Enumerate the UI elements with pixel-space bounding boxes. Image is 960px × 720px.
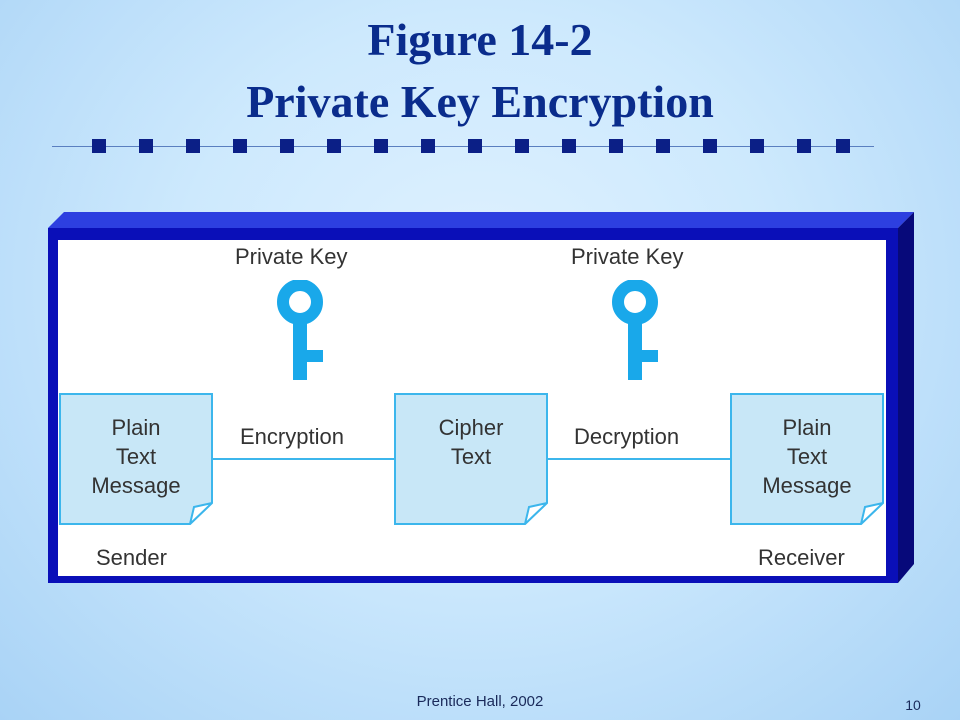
slide-title-line-2: Private Key Encryption [246, 76, 714, 127]
footer-credit: Prentice Hall, 2002 [416, 693, 544, 710]
key-icon [277, 280, 323, 380]
encryption-connector [212, 458, 394, 460]
doc-line: Cipher [438, 415, 504, 440]
page-number: 10 [905, 697, 921, 713]
decryption-connector [548, 458, 730, 460]
decryption-label: Decryption [574, 424, 680, 449]
doc-line: Plain [782, 415, 832, 440]
doc-line: Text [786, 444, 828, 469]
sender-label: Sender [96, 545, 167, 570]
plain-text-document-sender: Plain Text Message [59, 393, 213, 525]
plain-text-document-receiver: Plain Text Message [730, 393, 884, 525]
private-key-label-left: Private Key [235, 244, 348, 269]
encryption-label: Encryption [240, 424, 344, 449]
slide-title-line-1: Figure 14-2 [367, 14, 593, 65]
key-icon [612, 280, 658, 380]
doc-line: Message [91, 473, 181, 498]
doc-line: Plain [111, 415, 161, 440]
private-key-label-right: Private Key [571, 244, 684, 269]
cipher-text-document: Cipher Text [394, 393, 548, 525]
doc-line: Text [450, 444, 492, 469]
doc-line: Text [115, 444, 157, 469]
receiver-label: Receiver [758, 545, 845, 570]
doc-line: Message [762, 473, 852, 498]
